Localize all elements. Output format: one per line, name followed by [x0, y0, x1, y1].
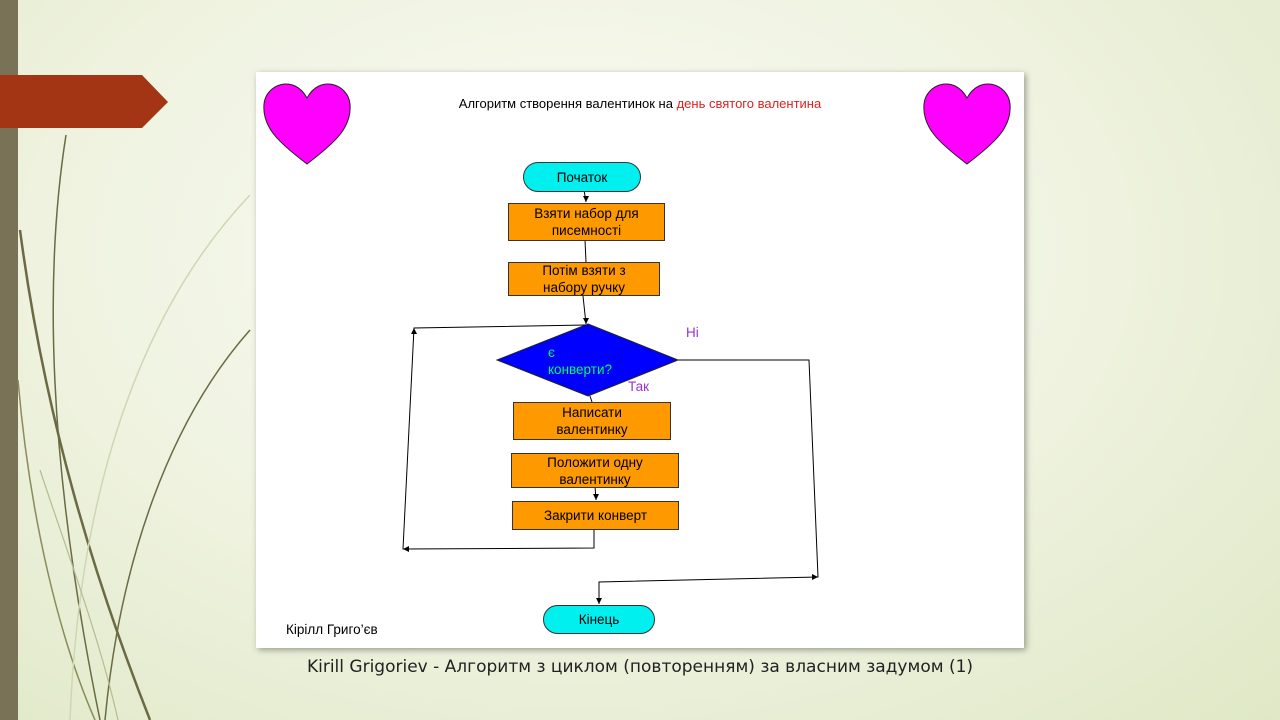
edge-label-yes: Так: [628, 379, 650, 394]
diagram-title: Алгоритм створення валентинок на день св…: [256, 96, 1024, 111]
heart-right-icon: [923, 83, 1011, 165]
start-node: Початок: [523, 162, 641, 192]
flowchart-card: Алгоритм створення валентинок на день св…: [256, 72, 1024, 648]
end-node: Кінець: [543, 605, 655, 634]
heart-left-icon: [263, 83, 351, 165]
step-take-pen: Потім взяти з набору ручку: [508, 262, 660, 296]
step-close-envelope: Закрити конверт: [512, 501, 679, 530]
step-write-valentine: Написати валентинку: [513, 402, 671, 440]
slide-caption: Kirill Grigoriev - Алгоритм з циклом (по…: [306, 657, 974, 677]
decision-diamond: [495, 323, 680, 397]
decision-label: є конверти?: [548, 345, 612, 377]
title-highlight: день святого валентина: [676, 96, 822, 111]
flowchart-canvas: [263, 83, 1011, 604]
title-ribbon: [0, 75, 168, 128]
step-take-writing-set: Взяти набор для писемності: [508, 203, 665, 241]
edge-label-no: Ні: [686, 325, 699, 340]
step-put-valentine: Положити одну валентинку: [511, 453, 679, 488]
title-text: Алгоритм створення валентинок на: [458, 96, 677, 111]
decorative-curves: [17, 134, 251, 720]
author-name: Кірілл Григо’єв: [286, 622, 378, 637]
slide-left-bar: [0, 0, 18, 720]
